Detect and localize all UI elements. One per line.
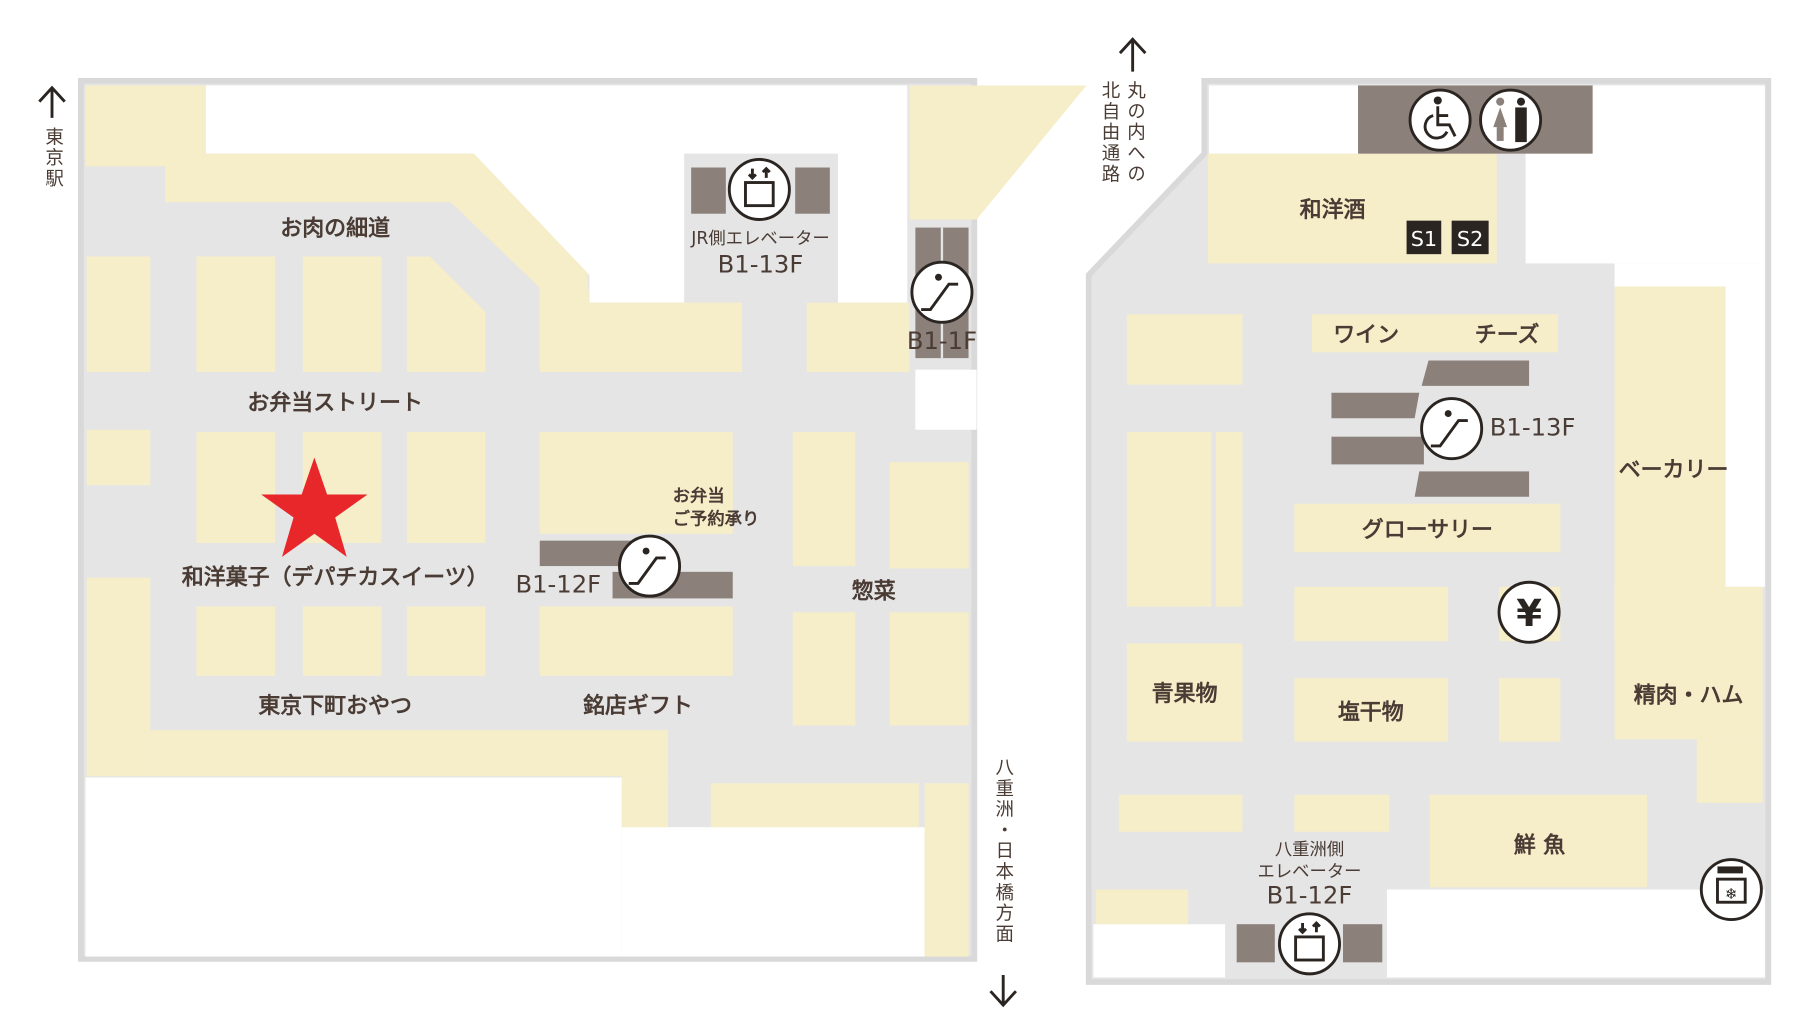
escalator-13f-floors: B1-13F [1490,413,1576,442]
marunouchi-label-1: 丸の内への [1124,81,1145,185]
jr-elevator-floors: B1-13F [718,250,804,279]
zone-wine: ワイン [1333,323,1399,348]
stair-s2-label: S2 [1457,227,1483,251]
escalator-icon[interactable] [618,534,682,598]
facilities-right [1236,85,1593,963]
restroom-icon[interactable] [1479,88,1543,152]
zone-fish: 鮮 魚 [1514,833,1566,859]
zone-dried-fish: 塩干物 [1338,700,1404,726]
zone-deli: 惣菜 [852,578,896,604]
bento-reserve-label: ご予約承り [673,508,760,529]
left-building: お肉の細道 お弁当ストリート 和洋菓子（デパチカスイーツ） 東京下町おやつ 銘店… [78,77,1087,962]
stair-s1-label: S1 [1411,227,1437,251]
zone-shitamachi: 東京下町おやつ [258,693,412,719]
escalator-1f-floors: B1-1F [907,326,977,355]
yaesu-elevator-icon[interactable] [1277,912,1341,976]
zone-produce: 青果物 [1152,681,1218,707]
zone-liquor: 和洋酒 [1300,197,1366,223]
escalator-icon[interactable] [1420,397,1484,461]
right-building: S1 S2 ¥ [1085,77,1772,985]
coin-locker-icon[interactable]: ❄ [1699,858,1763,922]
zone-meat-ham: 精肉・ハム [1634,682,1744,708]
bento-reserve-label: お弁当 [673,485,725,506]
zone-cheese: チーズ [1475,322,1540,348]
yaesu-elevator-label: 八重洲側 [1275,840,1344,860]
yen-atm-icon[interactable]: ¥ [1497,580,1561,644]
direction-yaesu: 八重洲・日本橋方面 [989,758,1017,1008]
wheelchair-icon[interactable] [1408,88,1472,152]
marunouchi-label-2: 北自由通路 [1099,81,1120,185]
stair-s1 [1406,220,1442,255]
zone-bakery: ベーカリー [1619,458,1729,483]
escalator-12f-floors: B1-12F [515,570,601,599]
zone-gift: 銘店ギフト [583,693,693,719]
jr-elevator-label: JR側エレベーター [690,229,829,249]
zone-sweets: 和洋菓子（デパチカスイーツ） [182,565,489,591]
zone-bento-street: お弁当ストリート [247,390,423,416]
current-location-star-icon [261,457,368,557]
yaesu-elevator-floors: B1-12F [1267,880,1353,909]
direction-marunouchi: 丸の内への 北自由通路 [1099,37,1147,185]
yaesu-elevator-label: エレベーター [1257,862,1361,882]
svg-text:¥: ¥ [1516,592,1542,635]
svg-text:❄: ❄ [1725,885,1738,903]
zone-meat-lane: お肉の細道 [280,216,390,242]
shops-left [85,85,1087,957]
jr-elevator-icon[interactable] [727,157,791,221]
zone-grocery: グローサリー [1362,517,1493,543]
tokyo-station-label: 東京駅 [43,127,64,189]
shops-right [1095,153,1763,925]
escalator-icon[interactable] [910,260,974,324]
stair-s2 [1451,220,1489,255]
yaesu-label: 八重洲・日本橋方面 [993,758,1014,945]
direction-tokyo-station: 東京駅 [38,85,66,189]
